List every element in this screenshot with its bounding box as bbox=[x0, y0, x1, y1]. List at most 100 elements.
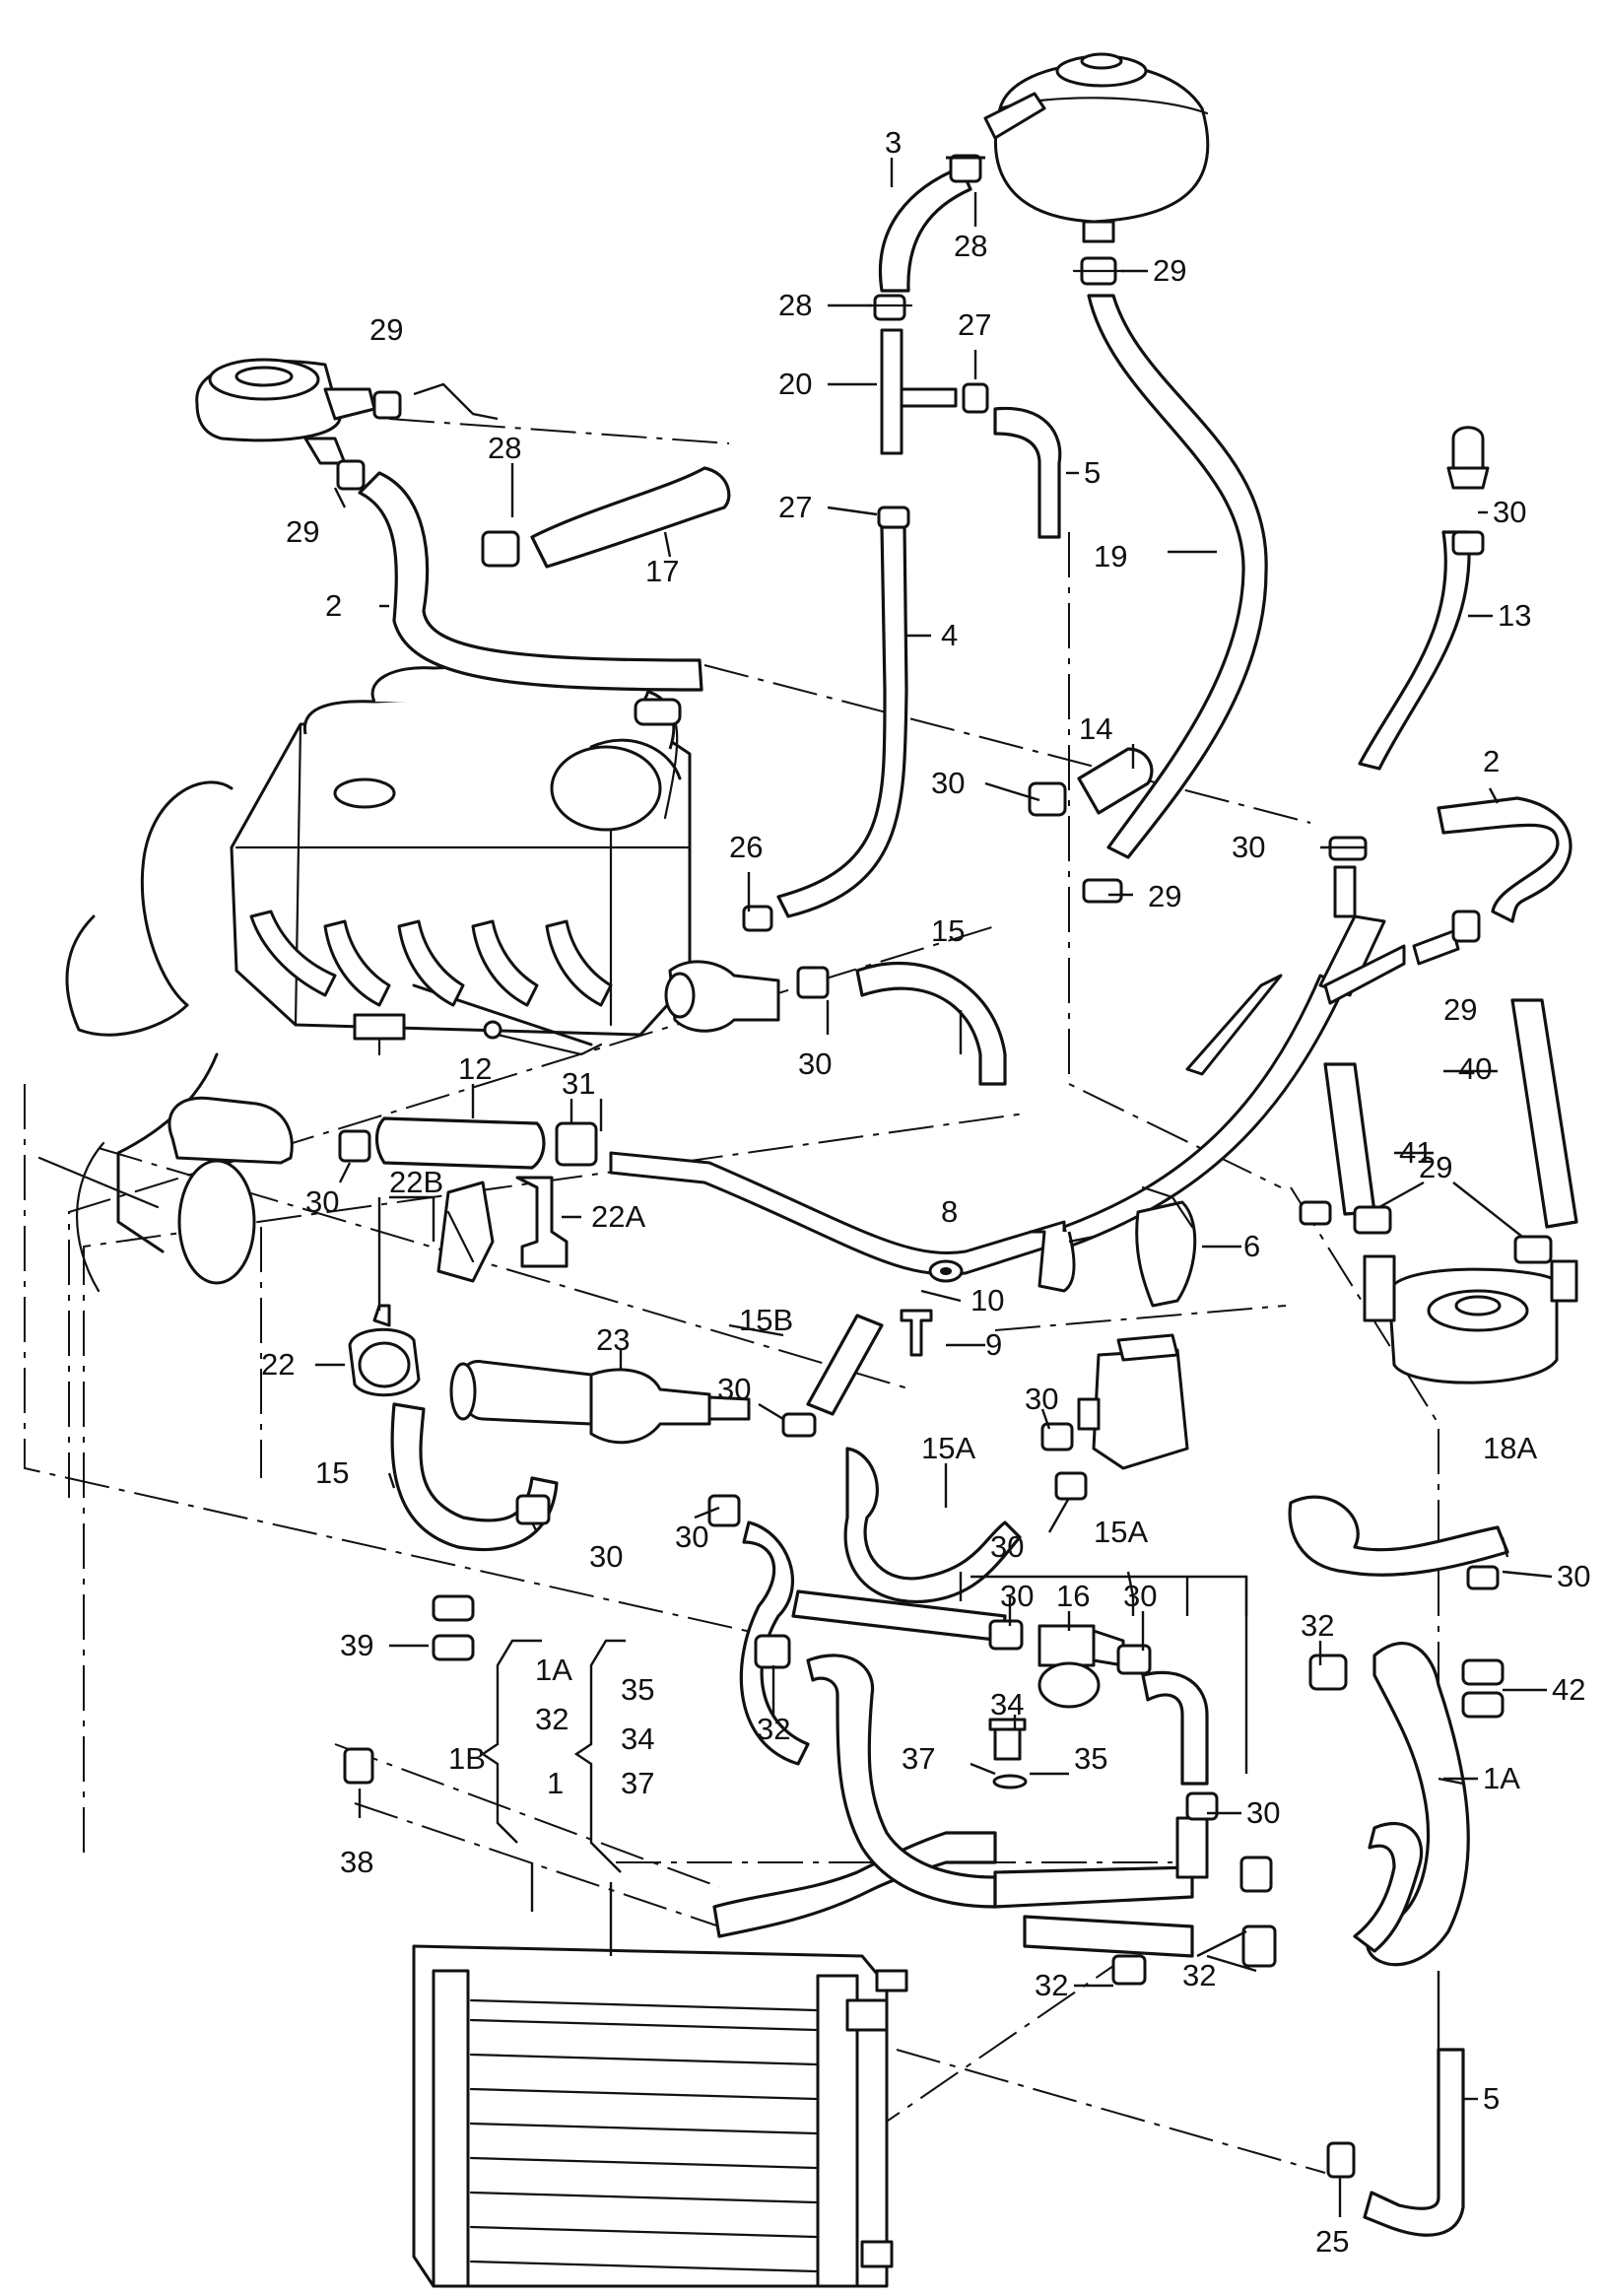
label-15: 15 bbox=[315, 1455, 349, 1490]
label-3: 3 bbox=[885, 125, 902, 160]
label-1A: 1A bbox=[1483, 1761, 1520, 1795]
label-42: 42 bbox=[1552, 1672, 1585, 1707]
label-26: 26 bbox=[729, 830, 763, 864]
label-9: 9 bbox=[985, 1327, 1002, 1362]
hose-41 bbox=[1323, 1062, 1376, 1216]
leader-lines bbox=[315, 158, 1553, 2217]
label-34: 34 bbox=[621, 1722, 654, 1756]
label-29: 29 bbox=[286, 514, 319, 549]
label-30: 30 bbox=[1493, 495, 1526, 529]
label-15A: 15A bbox=[1094, 1515, 1148, 1549]
hose-1-pipe bbox=[993, 1865, 1194, 1909]
hose-15A-left bbox=[739, 1520, 810, 1766]
hose-12 bbox=[374, 1116, 546, 1170]
part-labels: 3 28 29 28 27 20 29 28 5 27 29 17 19 2 4… bbox=[261, 125, 1590, 2259]
radiator bbox=[412, 1944, 908, 2288]
hose-1-lower bbox=[1023, 1915, 1194, 1958]
label-12: 12 bbox=[458, 1051, 492, 1086]
label-22A: 22A bbox=[591, 1199, 645, 1234]
label-1B: 1B bbox=[448, 1741, 486, 1776]
hoses bbox=[358, 166, 1578, 2237]
hose-15-left bbox=[390, 1402, 559, 1552]
label-30: 30 bbox=[990, 1529, 1024, 1564]
hose-5-bottom bbox=[1363, 2048, 1465, 2237]
label-29: 29 bbox=[1148, 879, 1181, 913]
label-29: 29 bbox=[369, 312, 403, 347]
hose-clamps bbox=[336, 154, 1553, 2179]
label-22: 22 bbox=[261, 1347, 295, 1382]
label-35: 35 bbox=[1074, 1741, 1107, 1776]
label-4: 4 bbox=[941, 618, 958, 652]
label-16: 16 bbox=[1056, 1579, 1090, 1613]
hose-2-upper bbox=[358, 471, 703, 692]
label-2: 2 bbox=[325, 588, 342, 623]
label-23: 23 bbox=[596, 1322, 630, 1357]
label-15B: 15B bbox=[739, 1303, 793, 1337]
label-41: 41 bbox=[1399, 1135, 1433, 1170]
label-31: 31 bbox=[562, 1066, 595, 1101]
hose-15A-mid bbox=[843, 1447, 1022, 1603]
label-37: 37 bbox=[902, 1741, 935, 1776]
label-30: 30 bbox=[1000, 1579, 1034, 1613]
hose-15B bbox=[806, 1314, 884, 1416]
label-30: 30 bbox=[1025, 1382, 1058, 1416]
label-30: 30 bbox=[1123, 1579, 1157, 1613]
label-30: 30 bbox=[717, 1372, 751, 1406]
label-15A: 15A bbox=[921, 1431, 975, 1465]
hose-1 bbox=[806, 1654, 997, 1909]
hose-1A bbox=[1366, 1642, 1470, 1967]
reservoir-left bbox=[195, 358, 376, 465]
label-30: 30 bbox=[798, 1047, 832, 1081]
label-8: 8 bbox=[941, 1194, 958, 1229]
label-15: 15 bbox=[931, 913, 965, 948]
label-28: 28 bbox=[954, 229, 987, 263]
label-34: 34 bbox=[990, 1687, 1024, 1722]
label-22B: 22B bbox=[389, 1165, 443, 1199]
hose-5-top bbox=[993, 406, 1062, 539]
label-30: 30 bbox=[305, 1184, 339, 1219]
label-28: 28 bbox=[778, 288, 812, 322]
label-17: 17 bbox=[645, 554, 679, 588]
label-1: 1 bbox=[547, 1766, 564, 1800]
clamp bbox=[946, 154, 985, 183]
label-30: 30 bbox=[931, 766, 965, 800]
label-19: 19 bbox=[1094, 539, 1127, 574]
hose-40 bbox=[1510, 998, 1578, 1229]
label-29: 29 bbox=[1419, 1150, 1452, 1184]
hose-19 bbox=[1087, 294, 1268, 859]
label-29: 29 bbox=[1153, 253, 1186, 288]
label-27: 27 bbox=[778, 490, 812, 524]
label-29: 29 bbox=[1443, 992, 1477, 1027]
label-20: 20 bbox=[778, 367, 812, 401]
label-30: 30 bbox=[675, 1519, 708, 1554]
label-37: 37 bbox=[621, 1766, 654, 1800]
label-35: 35 bbox=[621, 1672, 654, 1707]
label-5: 5 bbox=[1483, 2081, 1500, 2116]
hose-15-top bbox=[855, 961, 1007, 1086]
label-40: 40 bbox=[1458, 1051, 1492, 1086]
label-39: 39 bbox=[340, 1628, 373, 1662]
label-32: 32 bbox=[535, 1702, 569, 1736]
label-18A: 18A bbox=[1483, 1431, 1537, 1465]
label-27: 27 bbox=[958, 307, 991, 342]
metal-pipes bbox=[348, 328, 1578, 1879]
hose-13 bbox=[1358, 530, 1471, 771]
label-6: 6 bbox=[1243, 1229, 1260, 1263]
hose-1A-lower bbox=[1353, 1821, 1424, 1953]
label-1A: 1A bbox=[535, 1653, 572, 1687]
label-32: 32 bbox=[1035, 1968, 1068, 2002]
label-13: 13 bbox=[1498, 598, 1531, 633]
label-30: 30 bbox=[589, 1539, 623, 1574]
label-2: 2 bbox=[1483, 744, 1500, 778]
label-38: 38 bbox=[340, 1845, 373, 1879]
hose-17 bbox=[530, 466, 731, 569]
label-10: 10 bbox=[970, 1283, 1004, 1317]
hose-1B-cross bbox=[712, 1831, 997, 1938]
label-32: 32 bbox=[757, 1712, 790, 1746]
label-5: 5 bbox=[1084, 455, 1101, 490]
hose-15A-right bbox=[1141, 1670, 1209, 1786]
label-32: 32 bbox=[1182, 1958, 1216, 1992]
hose-2-right bbox=[1437, 796, 1573, 923]
label-28: 28 bbox=[488, 431, 521, 465]
